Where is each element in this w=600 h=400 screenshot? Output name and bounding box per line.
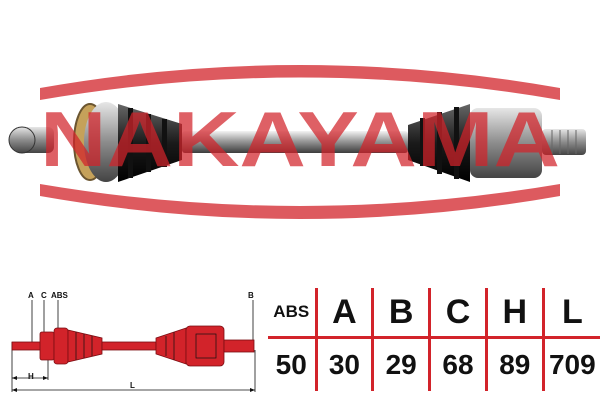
drive-shaft — [182, 131, 408, 153]
axle-nut — [8, 126, 36, 154]
dim-label-b: B — [248, 291, 254, 300]
spec-header-h: H — [484, 288, 544, 339]
spec-table: ABS A B C H L 50 30 29 68 89 709 — [268, 288, 600, 391]
dimension-drawing: A C ABS B H L — [11, 291, 256, 392]
spec-value-l: 709 — [541, 337, 600, 391]
spec-header-c: C — [428, 288, 487, 339]
spec-value-h: 89 — [484, 337, 544, 391]
spec-header-a: A — [314, 288, 373, 339]
inner-cv-housing — [470, 108, 542, 178]
dim-label-h: H — [28, 372, 34, 381]
spec-header-abs: ABS — [273, 302, 310, 321]
dim-label-a: A — [28, 291, 34, 300]
logo-text: NAKAYAMA — [40, 95, 560, 183]
spec-value-c: 68 — [428, 337, 487, 391]
axle-drawing — [11, 325, 255, 367]
spec-value-a: 30 — [314, 337, 373, 391]
spec-header-b: B — [371, 288, 430, 339]
outer-cv-joint — [84, 102, 128, 182]
spec-header-row: ABS A B C H L — [268, 288, 600, 339]
logo-arc-top — [40, 65, 560, 100]
spec-header-l: L — [541, 288, 600, 339]
dim-label-abs: ABS — [51, 291, 69, 300]
dim-label-l: L — [130, 381, 135, 390]
dim-label-c: C — [41, 291, 47, 300]
spec-value-abs: 50 — [268, 336, 316, 391]
logo-arc-bottom — [40, 184, 560, 219]
spec-value-row: 50 30 29 68 89 709 — [268, 336, 600, 391]
spec-value-b: 29 — [371, 337, 430, 391]
axle-stub-right — [542, 129, 586, 155]
product-photo: NAKAYAMA — [8, 65, 586, 219]
